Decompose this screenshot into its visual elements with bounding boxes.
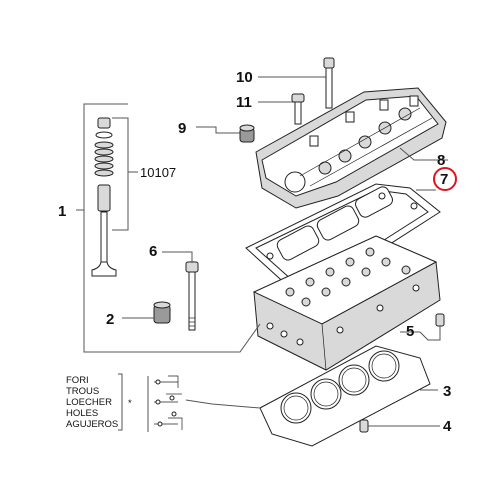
head-bolt [162, 251, 199, 331]
callout-1: 1 [58, 203, 66, 220]
cover-bolt-long [258, 57, 335, 109]
legend-line-holes: HOLES [66, 408, 98, 419]
valve-stem-seal [97, 184, 111, 212]
cover-plug [196, 124, 255, 143]
callout-3: 3 [443, 383, 451, 400]
legend-line-trous: TROUS [66, 386, 99, 397]
valve-head [91, 261, 117, 277]
valve-keeper [97, 117, 111, 129]
head-gasket [259, 345, 438, 447]
head-bracket-link [216, 323, 261, 353]
legend-bracket [118, 373, 123, 431]
cover-gasket [245, 183, 441, 291]
callout-labels: 1 2 3 4 5 6 7 8 9 10 11 10107 [58, 69, 452, 435]
callout-10107: 10107 [140, 165, 176, 180]
dowel-pin [400, 313, 445, 341]
valve-spring [94, 141, 114, 177]
bracket-10107 [112, 117, 129, 231]
leader-5 [419, 326, 441, 341]
highlight-circle [433, 167, 457, 191]
callout-8: 8 [437, 152, 445, 169]
cup-plug [122, 301, 171, 324]
callout-2: 2 [106, 311, 114, 328]
spring-retainer [95, 131, 113, 139]
callout-7: 7 [440, 171, 448, 188]
callout-6: 6 [149, 243, 157, 260]
callout-5: 5 [406, 323, 414, 340]
gasket-dowel [359, 419, 440, 433]
valve-cover [255, 87, 448, 209]
legend-variant-2 [154, 393, 182, 405]
legend-line-fori: FORI [66, 375, 89, 386]
leader-9 [196, 126, 240, 134]
holes-legend: * FORI TROUS LOECHER HOLES AGUJEROS [66, 373, 261, 432]
cover-bolt-short [258, 93, 305, 125]
legend-bullet: * [128, 398, 132, 409]
callout-9: 9 [178, 120, 186, 137]
legend-variant-3 [154, 411, 183, 430]
callout-10: 10 [236, 69, 253, 86]
cylinder-head [216, 235, 441, 371]
legend-line-loecher: LOECHER [66, 397, 112, 408]
legend-variant-1 [154, 375, 179, 388]
callout-4: 4 [443, 418, 452, 435]
leader-8 [399, 147, 448, 161]
bracket-line-1 [83, 103, 230, 353]
callout-11: 11 [236, 94, 252, 111]
legend-line-agujeros: AGUJEROS [66, 419, 118, 430]
leader-6 [162, 251, 193, 262]
valve-assembly [76, 103, 230, 353]
camshaft-bearings [285, 247, 411, 307]
valve-stem [100, 211, 108, 263]
legend-leader [185, 399, 261, 409]
